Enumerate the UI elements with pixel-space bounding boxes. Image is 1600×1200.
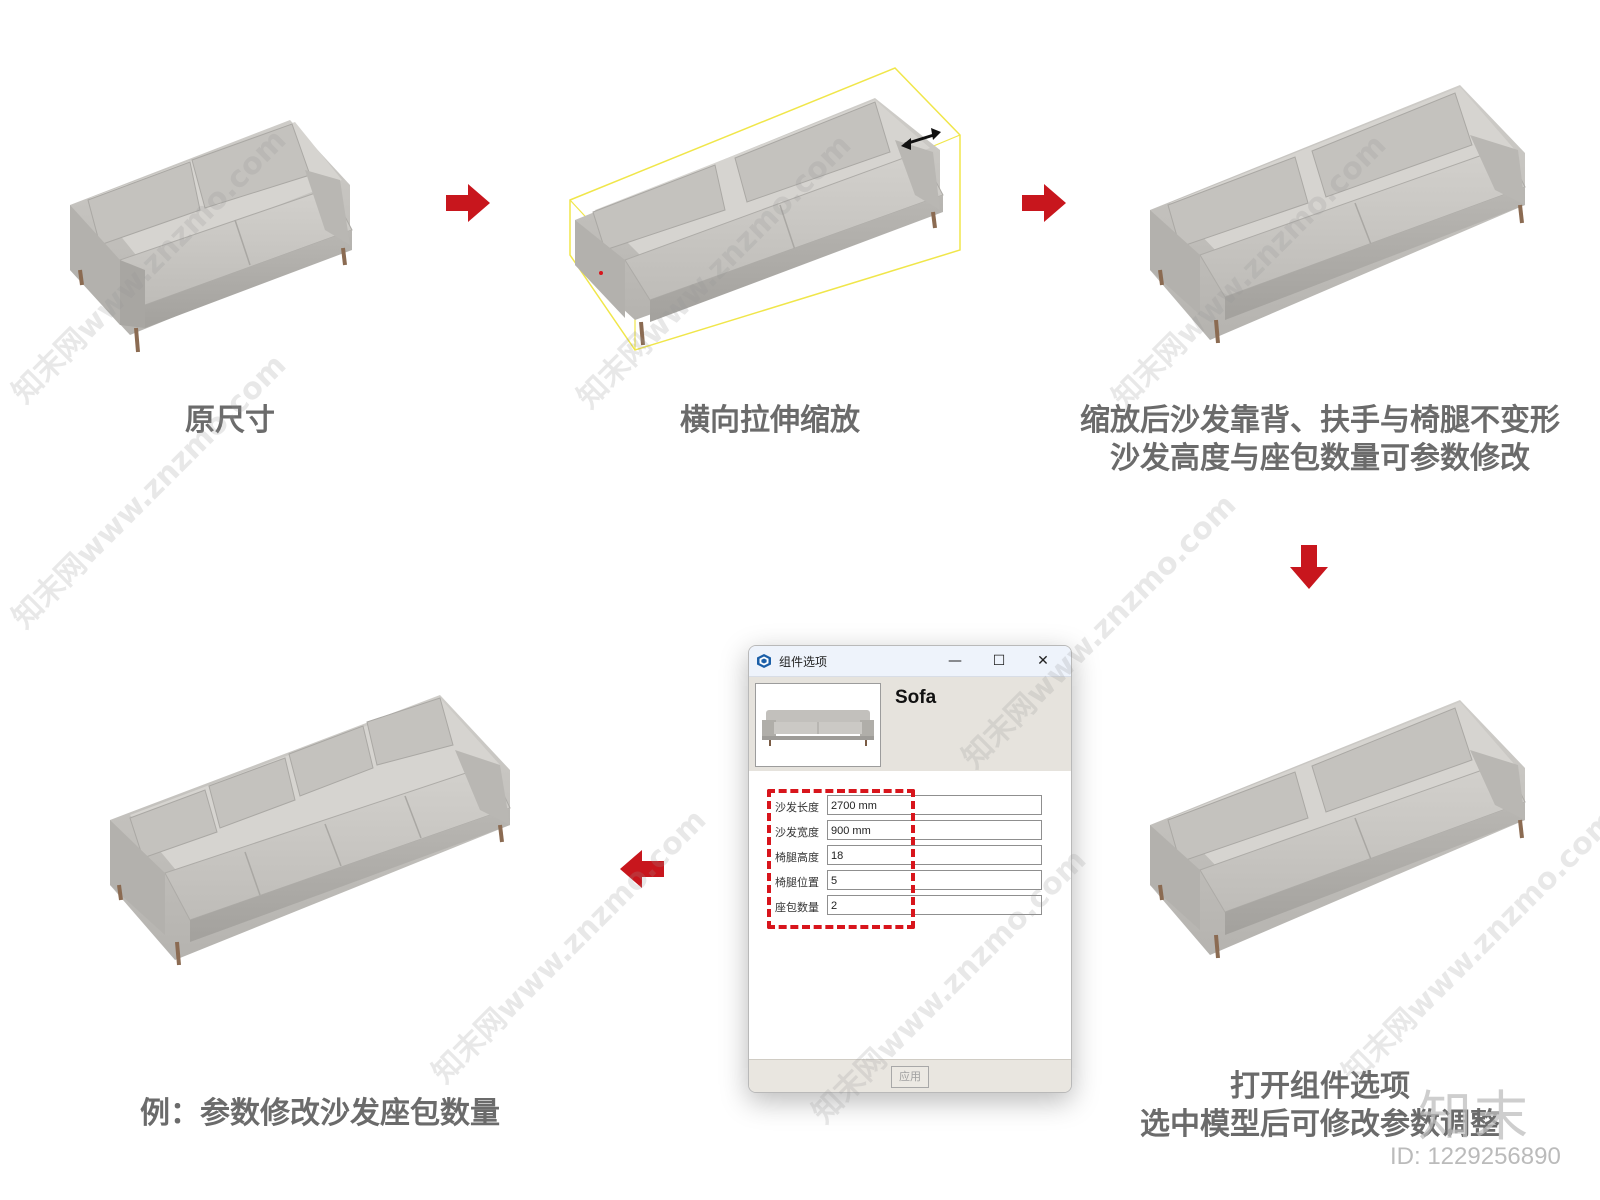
sofa-original-image: [70, 120, 353, 353]
image-id: ID: 1229256890: [1390, 1143, 1561, 1170]
sofa-scaled-image: [1150, 85, 1526, 344]
leg-height-input[interactable]: 18: [827, 845, 1042, 865]
caption-open-line1: 打开组件选项: [1230, 1069, 1410, 1104]
caption-example: 例：参数修改沙发座包数量: [140, 1096, 500, 1131]
seat-count-input[interactable]: 2: [827, 895, 1042, 915]
maximize-button[interactable]: ☐: [992, 653, 1006, 669]
caption-original: 原尺寸: [185, 403, 275, 438]
param-row-seat-count: 座包数量 2: [769, 895, 1044, 917]
param-label: 椅腿高度: [775, 851, 819, 864]
param-row-length: 沙发长度 2700 mm: [769, 795, 1044, 817]
arrow-down-icon: [1290, 545, 1328, 589]
watermark-logo: 知末: [1418, 1085, 1530, 1148]
minimize-button[interactable]: —: [948, 653, 962, 669]
component-header: Sofa: [749, 677, 1071, 771]
arrow-right-icon: [1022, 184, 1066, 222]
close-button[interactable]: ✕: [1037, 653, 1049, 669]
sofa-width-input[interactable]: 900 mm: [827, 820, 1042, 840]
component-name: Sofa: [895, 687, 937, 708]
param-row-leg-position: 椅腿位置 5: [769, 870, 1044, 892]
window-footer: 应用: [749, 1059, 1071, 1092]
sofa-length-input[interactable]: 2700 mm: [827, 795, 1042, 815]
param-label: 沙发长度: [775, 801, 819, 814]
parameters-panel: 沙发长度 2700 mm 沙发宽度 900 mm 椅腿高度 18 椅腿位置 5 …: [749, 771, 1071, 1059]
param-label: 椅腿位置: [775, 876, 819, 889]
highlight-dashed-box: [767, 789, 915, 929]
arrow-left-icon: [620, 850, 664, 888]
sofa-stretched-image: [569, 67, 961, 351]
param-row-width: 沙发宽度 900 mm: [769, 820, 1044, 842]
window-title: 组件选项: [779, 655, 828, 669]
caption-stretch: 横向拉伸缩放: [680, 403, 860, 438]
sofa-selected-image: [1150, 700, 1526, 959]
sofa-four-seat-image: [110, 695, 511, 966]
param-row-leg-height: 椅腿高度 18: [769, 845, 1044, 867]
caption-after-line1: 缩放后沙发靠背、扶手与椅腿不变形: [1080, 403, 1560, 438]
param-label: 座包数量: [775, 901, 819, 914]
sketchup-app-icon: [757, 654, 771, 668]
window-titlebar[interactable]: 组件选项 — ☐ ✕: [749, 646, 1071, 677]
caption-open-line2: 选中模型后可修改参数调整: [1140, 1107, 1500, 1142]
leg-position-input[interactable]: 5: [827, 870, 1042, 890]
component-thumbnail: [755, 683, 881, 767]
apply-button[interactable]: 应用: [891, 1066, 929, 1088]
arrow-right-icon: [446, 184, 490, 222]
component-options-window: 组件选项 — ☐ ✕ Sofa 沙发长度 2700 mm 沙发宽度 9: [748, 645, 1072, 1093]
param-label: 沙发宽度: [775, 826, 819, 839]
watermark-text: 知末网www.znzmo.com: [5, 347, 294, 636]
caption-after-line2: 沙发高度与座包数量可参数修改: [1110, 441, 1530, 476]
